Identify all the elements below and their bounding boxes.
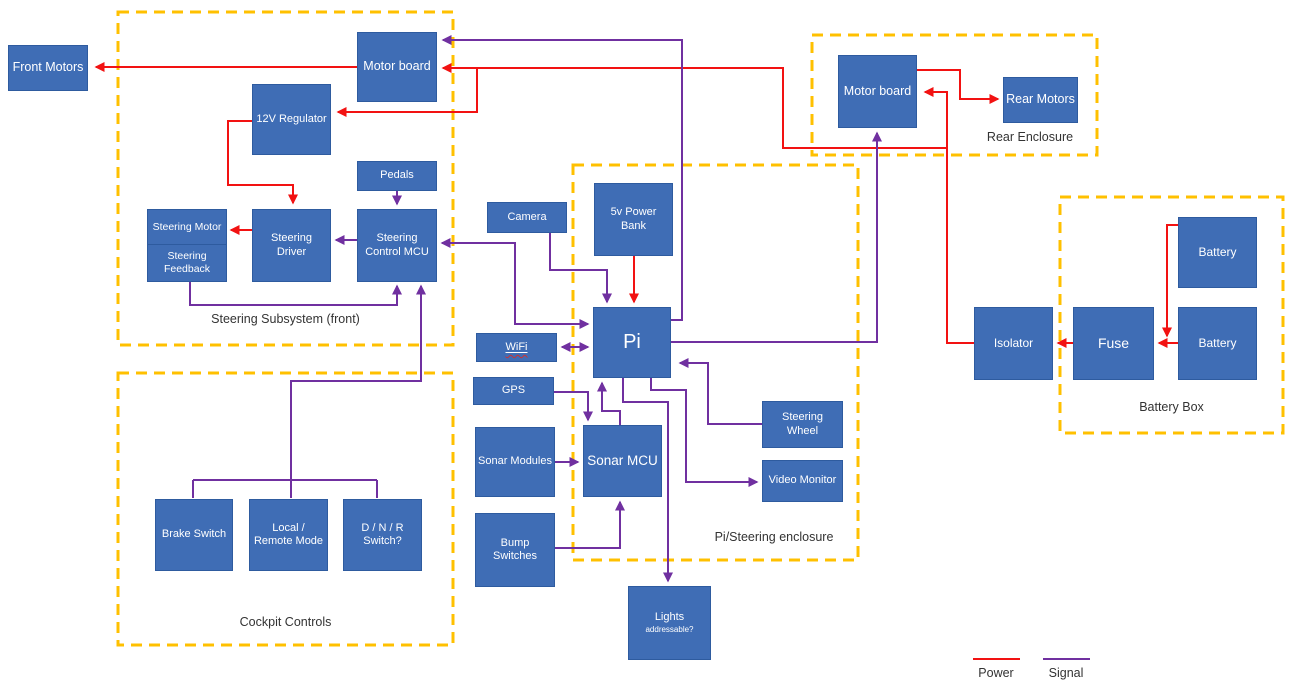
signal-scmcu-pi-link xyxy=(440,238,590,329)
node-sonar-modules: Sonar Modules xyxy=(475,427,555,497)
signal-pi-to-front-motorboard xyxy=(441,35,683,321)
signal-gps-to-sonar-mcu xyxy=(554,391,593,422)
node-12v-regulator: 12V Regulator xyxy=(252,84,331,155)
node-bump-switches: Bump Switches xyxy=(475,513,555,587)
enclosure-battery-box-border xyxy=(1058,195,1285,435)
node-steering-feedback: Steering Feedback xyxy=(148,244,226,281)
node-5v-power-bank: 5v Power Bank xyxy=(594,183,673,256)
node-steering-motor-feedback: Steering Motor Steering Feedback xyxy=(147,209,227,282)
node-steering-control-mcu: Steering Control MCU xyxy=(357,209,437,282)
wifi-wavy-underline: WiFi xyxy=(505,340,528,353)
node-front-motors: Front Motors xyxy=(8,45,88,91)
node-steering-motor: Steering Motor xyxy=(152,220,222,233)
legend-power-label: Power xyxy=(978,666,1014,680)
power-12v-regulator-to-steering-driver xyxy=(227,120,298,205)
power-rear-motorboard-to-rear-motors xyxy=(917,69,1000,104)
node-brake-switch: Brake Switch xyxy=(155,499,233,571)
node-video-monitor: Video Monitor xyxy=(762,460,843,502)
legend-signal-label: Signal xyxy=(1048,666,1084,680)
node-motor-board-rear: Motor board xyxy=(838,55,917,128)
power-battery1-to-junction xyxy=(1162,224,1178,338)
node-motor-board-front: Motor board xyxy=(357,32,437,102)
signal-sonar-mcu-to-pi xyxy=(597,381,621,425)
node-fuse: Fuse xyxy=(1073,307,1154,380)
enclosure-pi-steering-label: Pi/Steering enclosure xyxy=(714,530,834,544)
signal-pi-to-video-monitor xyxy=(650,378,759,487)
node-pi: Pi xyxy=(593,307,671,378)
node-pedals: Pedals xyxy=(357,161,437,191)
signal-feedback-to-scmcu xyxy=(189,282,402,306)
enclosure-cockpit-label: Cockpit Controls xyxy=(239,615,332,629)
node-lights: Lights addressable? xyxy=(628,586,711,660)
signal-bump-switches-to-sonar-mcu xyxy=(555,500,625,549)
signal-steering-wheel-to-pi xyxy=(678,358,762,425)
lights-sublabel: addressable? xyxy=(645,624,694,634)
signal-pi-to-rear-motorboard xyxy=(671,131,882,343)
node-isolator: Isolator xyxy=(974,307,1053,380)
signal-pi-to-lights xyxy=(622,378,673,583)
enclosure-steering-front-border xyxy=(116,10,455,347)
node-steering-wheel: Steering Wheel xyxy=(762,401,843,448)
node-steering-driver: Steering Driver xyxy=(252,209,331,282)
node-battery-2: Battery xyxy=(1178,307,1257,380)
node-gps: GPS xyxy=(473,377,554,405)
node-dnr-switch: D / N / R Switch? xyxy=(343,499,422,571)
power-branch-to-12v-regulator xyxy=(336,68,478,117)
power-isolator-to-rear-motorboard xyxy=(923,87,974,344)
signal-camera-to-pi xyxy=(549,233,612,304)
power-trunk-to-front-motorboard xyxy=(441,63,947,149)
node-camera: Camera xyxy=(487,202,567,233)
node-battery-1: Battery xyxy=(1178,217,1257,288)
enclosure-steering-front-label: Steering Subsystem (front) xyxy=(211,312,360,326)
enclosure-cockpit-border xyxy=(116,371,455,647)
enclosure-rear-border xyxy=(810,33,1099,157)
node-local-remote-mode: Local / Remote Mode xyxy=(249,499,328,571)
enclosure-battery-box-label: Battery Box xyxy=(1139,400,1204,414)
node-sonar-mcu: Sonar MCU xyxy=(583,425,662,497)
node-wifi: WiFi xyxy=(476,333,557,362)
enclosure-rear-label: Rear Enclosure xyxy=(986,130,1074,144)
signal-cockpit-to-scmcu xyxy=(290,284,426,480)
enclosure-pi-steering-border xyxy=(571,163,860,562)
node-rear-motors: Rear Motors xyxy=(1003,77,1078,123)
